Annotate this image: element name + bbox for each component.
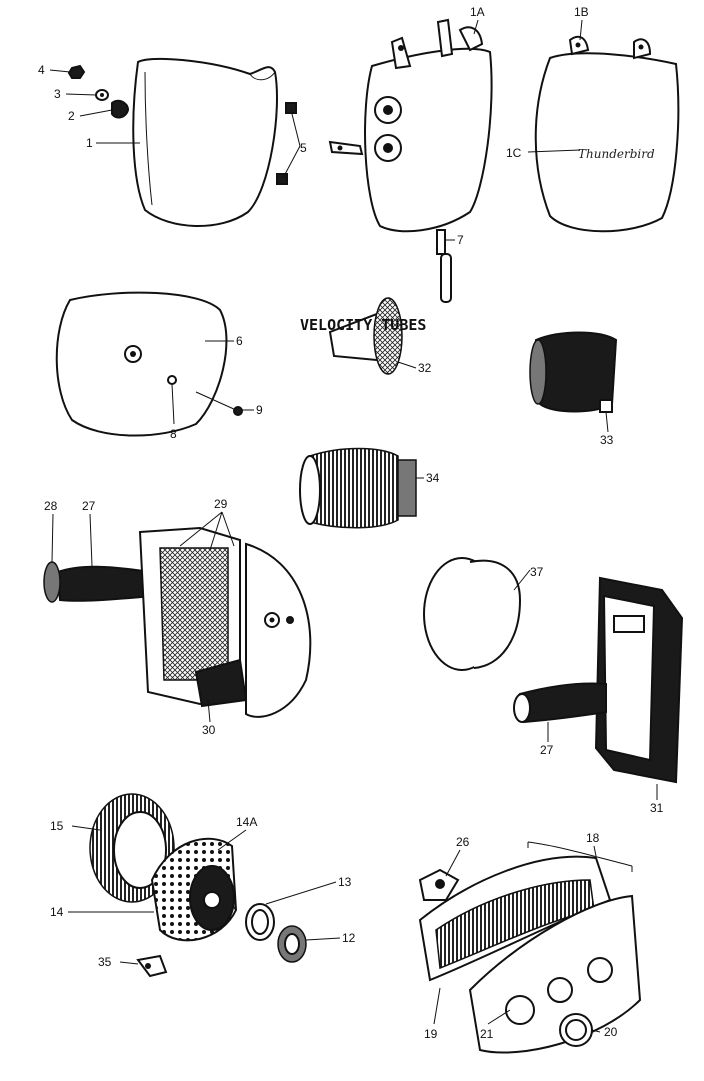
air-box-31: [594, 576, 684, 784]
label-1: 1: [86, 136, 93, 150]
label-7: 7: [457, 233, 464, 247]
label-3: 3: [54, 87, 61, 101]
thunderbird-script: Thunderbird: [578, 147, 655, 161]
leader-lines: [49, 19, 658, 1033]
label-37: 37: [530, 565, 544, 579]
label-4: 4: [38, 63, 45, 77]
velocity-tube-32: [328, 297, 403, 375]
label-1a: 1A: [470, 5, 485, 19]
side-cover-6: [55, 291, 228, 437]
washer-13: [245, 903, 275, 941]
cone-filter-34: [299, 447, 417, 529]
label-33: 33: [600, 433, 614, 447]
label-28: 28: [44, 499, 58, 513]
velocity-tubes-text: VELOCITY TUBES: [300, 316, 426, 334]
label-12: 12: [342, 931, 356, 945]
drain-bolt-7: [436, 229, 452, 303]
label-1c: 1C: [506, 146, 522, 160]
clip-28: [43, 561, 61, 603]
cup-37: [423, 557, 522, 671]
screws-5: [276, 102, 297, 185]
clip-35: [136, 954, 168, 978]
nut-4: [67, 64, 86, 79]
label-8: 8: [170, 427, 177, 441]
oil-tank-1a: [328, 18, 493, 233]
label-29: 29: [214, 497, 228, 511]
label-15: 15: [50, 819, 64, 833]
label-34: 34: [426, 471, 440, 485]
side-panel-right: [534, 35, 680, 233]
label-1b: 1B: [574, 5, 589, 19]
label-6: 6: [236, 334, 243, 348]
label-20: 20: [604, 1025, 618, 1039]
washer-3: [95, 89, 109, 101]
air-box-29: [138, 526, 312, 718]
filter-sock-33: [529, 331, 618, 413]
ring-12: [277, 925, 307, 963]
label-31: 31: [650, 801, 664, 815]
label-2: 2: [68, 109, 75, 123]
label-5: 5: [300, 141, 307, 155]
label-32: 32: [418, 361, 432, 375]
label-18: 18: [586, 831, 600, 845]
knob-2: [111, 99, 130, 119]
label-26: 26: [456, 835, 470, 849]
label-30: 30: [202, 723, 216, 737]
filter-14: [150, 837, 238, 942]
label-14a: 14A: [236, 815, 257, 829]
label-14: 14: [50, 905, 64, 919]
label-27-left: 27: [82, 499, 96, 513]
label-19: 19: [424, 1027, 438, 1041]
part-labels: 4 3 2 1 5 1A 1B 1C 7 6 8 9 32 33 34 28 2…: [38, 5, 664, 1041]
twin-filter-18: [418, 855, 642, 1054]
label-21: 21: [480, 1027, 494, 1041]
bolt-9: [195, 391, 243, 416]
label-9: 9: [256, 403, 263, 417]
label-35: 35: [98, 955, 112, 969]
hose-27-left: [56, 565, 154, 602]
filter-ring-15: [89, 793, 175, 903]
side-panel-left: [132, 57, 278, 228]
label-13: 13: [338, 875, 352, 889]
label-27-right: 27: [540, 743, 554, 757]
hose-27-right: [513, 682, 607, 724]
